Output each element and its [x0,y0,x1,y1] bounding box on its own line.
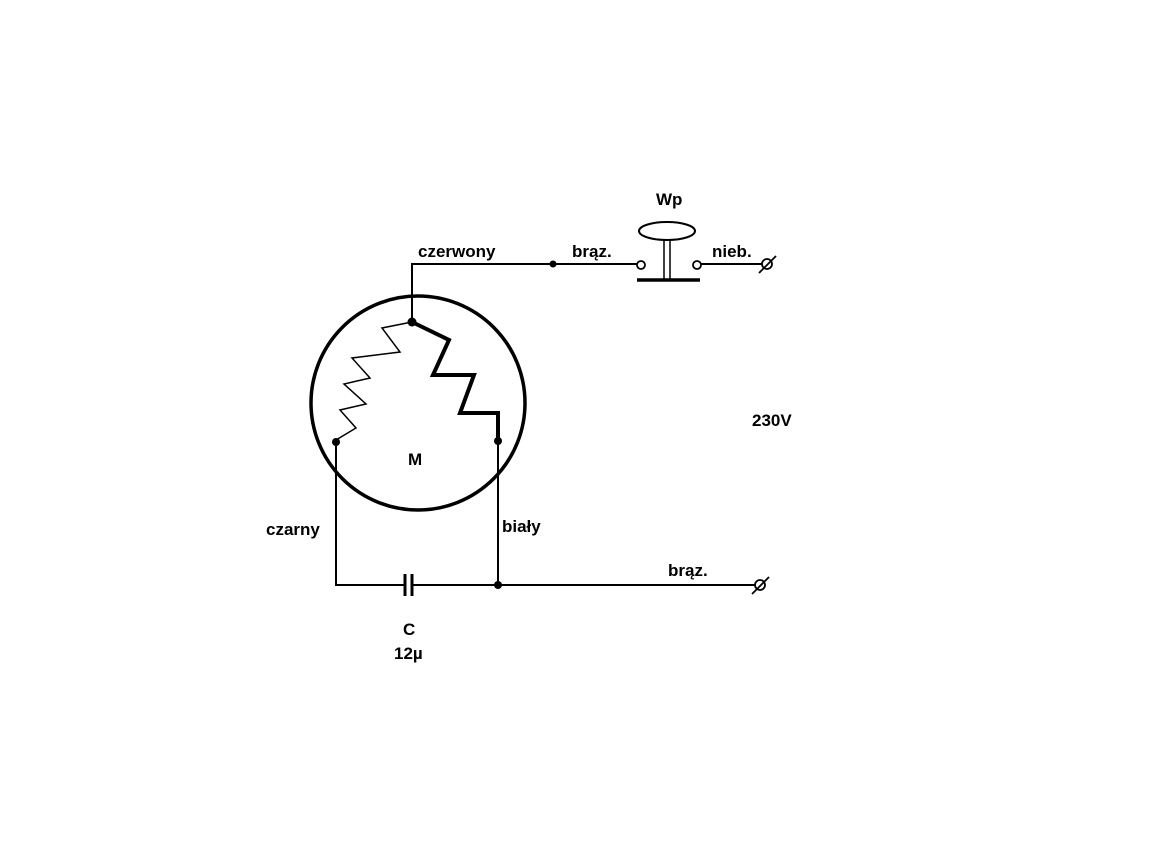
motor-label: M [408,450,422,469]
switch-label: Wp [656,190,682,209]
red-wire-label: czerwony [418,242,496,261]
black-wire [335,442,404,586]
voltage-label: 230V [752,411,792,430]
auxiliary-winding [335,321,413,441]
switch-contact-left [636,260,646,270]
brown-wire-top-label: brąz. [572,242,612,261]
motor-housing [309,294,527,512]
switch-contact-right [692,260,702,270]
black-wire-label: czarny [266,520,320,539]
white-wire-label: biały [502,517,541,536]
switch-button [638,221,696,241]
red-wire [411,263,553,322]
capacitance-label: 12µ [394,644,423,663]
blue-wire-label: nieb. [712,242,752,261]
brown-wire-bottom-label: brąz. [668,561,708,580]
supply-terminal-bottom-slash [751,576,770,595]
capacitor-label: C [403,620,415,639]
main-winding [411,320,500,440]
supply-terminal-top-slash [758,255,777,274]
